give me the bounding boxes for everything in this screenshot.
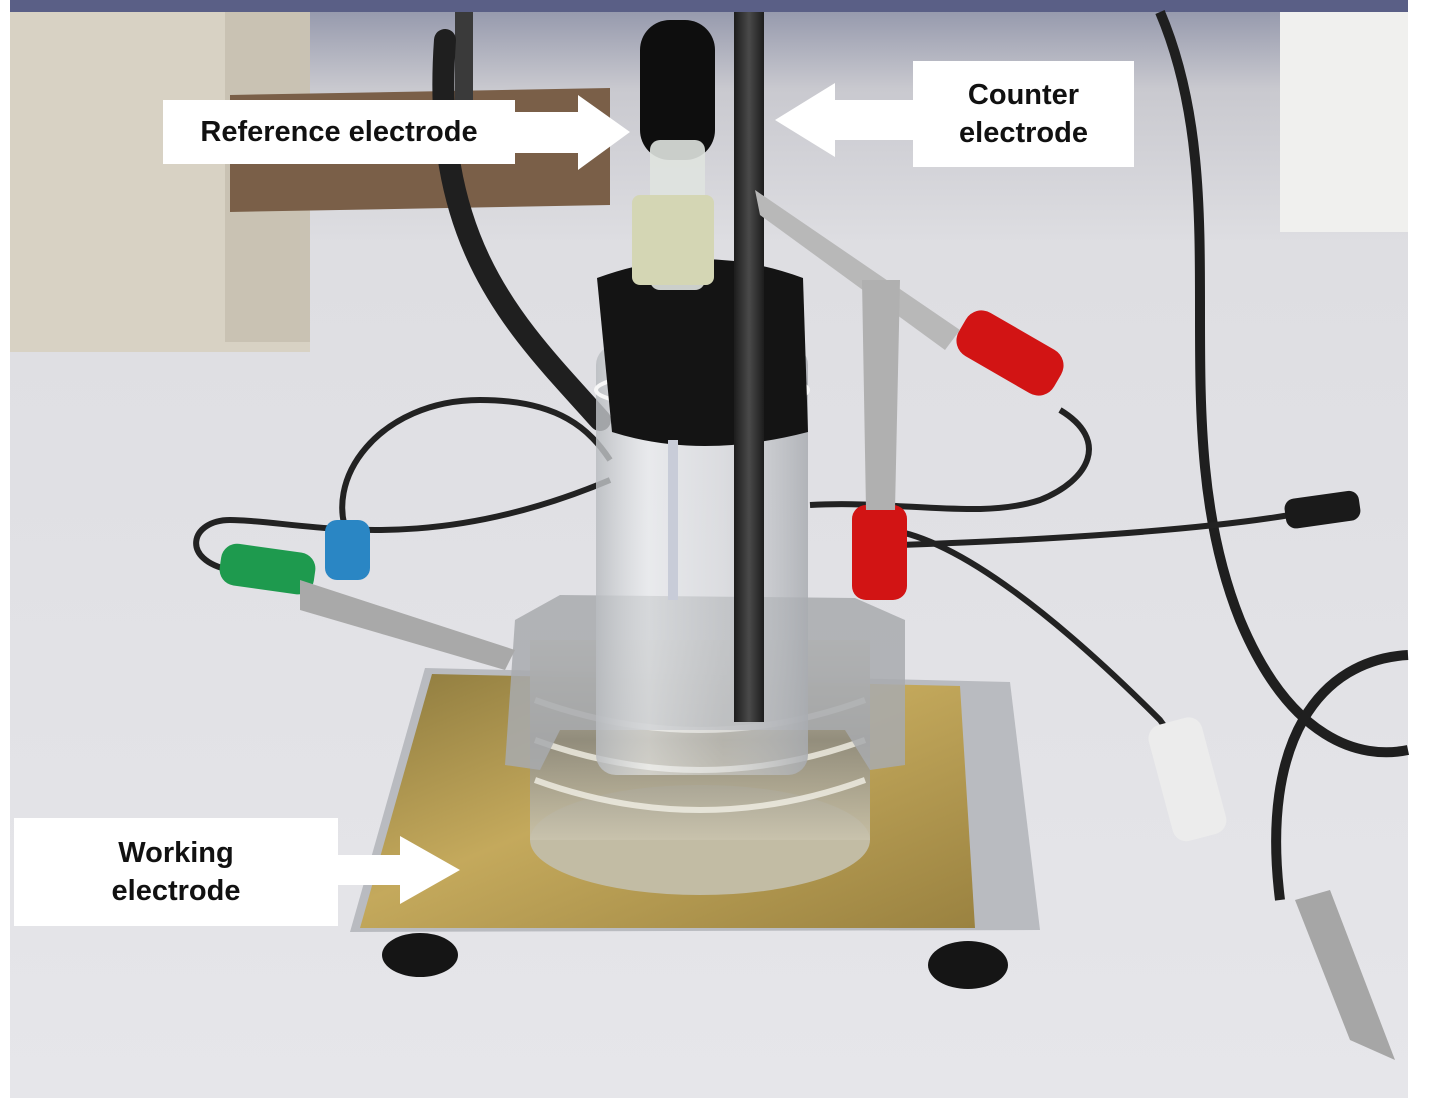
reference-electrode-wire <box>668 440 678 600</box>
alligator-clip-left <box>300 580 515 670</box>
arrow-working <box>338 836 460 904</box>
arrow-counter <box>775 83 913 157</box>
left-border <box>0 0 10 1113</box>
counter-electrode-text-line2: electrode <box>959 117 1088 149</box>
top-border <box>0 0 1430 12</box>
background-box <box>1280 12 1408 232</box>
reference-electrode-label: Reference electrode <box>163 100 515 164</box>
reference-electrode-sleeve <box>632 195 714 285</box>
arrow-reference <box>515 95 630 170</box>
thin-cable-right <box>899 512 1291 548</box>
right-border <box>1408 0 1430 1113</box>
foot-right <box>928 941 1008 989</box>
rubber-stopper <box>597 259 808 446</box>
red-plug-low <box>852 505 907 600</box>
reference-electrode-text: Reference electrode <box>200 116 478 148</box>
counter-electrode-text-line1: Counter <box>967 79 1080 111</box>
green-plug <box>219 543 316 595</box>
thin-cable-blue <box>339 396 613 542</box>
alligator-clip-top <box>755 190 960 350</box>
background-stand-rod <box>455 12 473 102</box>
black-plug-right <box>1284 490 1361 529</box>
blue-plug <box>325 520 370 580</box>
working-electrode-label: Working electrode <box>14 818 338 926</box>
black-cable-lower-right <box>1271 650 1409 901</box>
red-plug-top <box>956 310 1064 396</box>
counter-electrode-label: Counter electrode <box>913 61 1134 167</box>
alligator-clip-lower-right <box>1295 890 1395 1060</box>
white-plug-right <box>1148 717 1227 842</box>
counter-electrode-rod <box>734 12 764 722</box>
working-electrode-text-line2: electrode <box>111 875 241 907</box>
foot-left <box>382 933 458 977</box>
working-electrode-text-line1: Working <box>118 837 234 869</box>
thin-cable-green <box>193 477 612 573</box>
alligator-clip-low <box>862 280 900 510</box>
bottom-border <box>0 1098 1430 1113</box>
reference-electrode-cap <box>640 20 715 160</box>
